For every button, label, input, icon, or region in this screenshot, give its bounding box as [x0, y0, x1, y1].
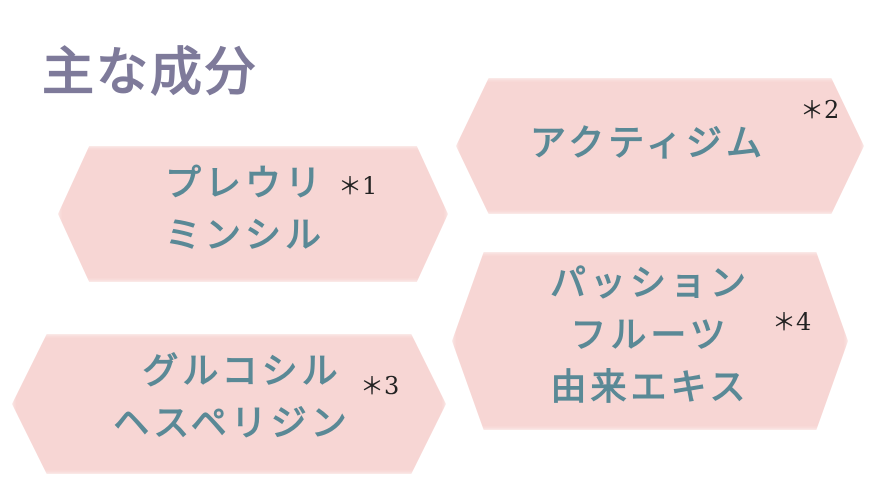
ingredient-name: プレウリ ミンシル: [165, 163, 326, 256]
footnote-marker: ＊3: [360, 372, 400, 400]
page-title: 主な成分: [42, 43, 259, 103]
footnote-marker: ＊4: [772, 308, 812, 336]
hexagon-background: [456, 78, 864, 214]
ingredient-name: グルコシル ヘスペリジン: [113, 351, 351, 444]
ingredient-name: アクティジム: [530, 123, 767, 164]
hexagon-background: [12, 334, 446, 474]
ingredient-name: パッション フルーツ 由来エキス: [549, 263, 750, 408]
footnote-marker: ＊1: [338, 172, 378, 200]
footnote-marker: ＊2: [800, 96, 840, 124]
hexagon-background: [58, 146, 448, 282]
hexagon-background: [452, 252, 848, 430]
